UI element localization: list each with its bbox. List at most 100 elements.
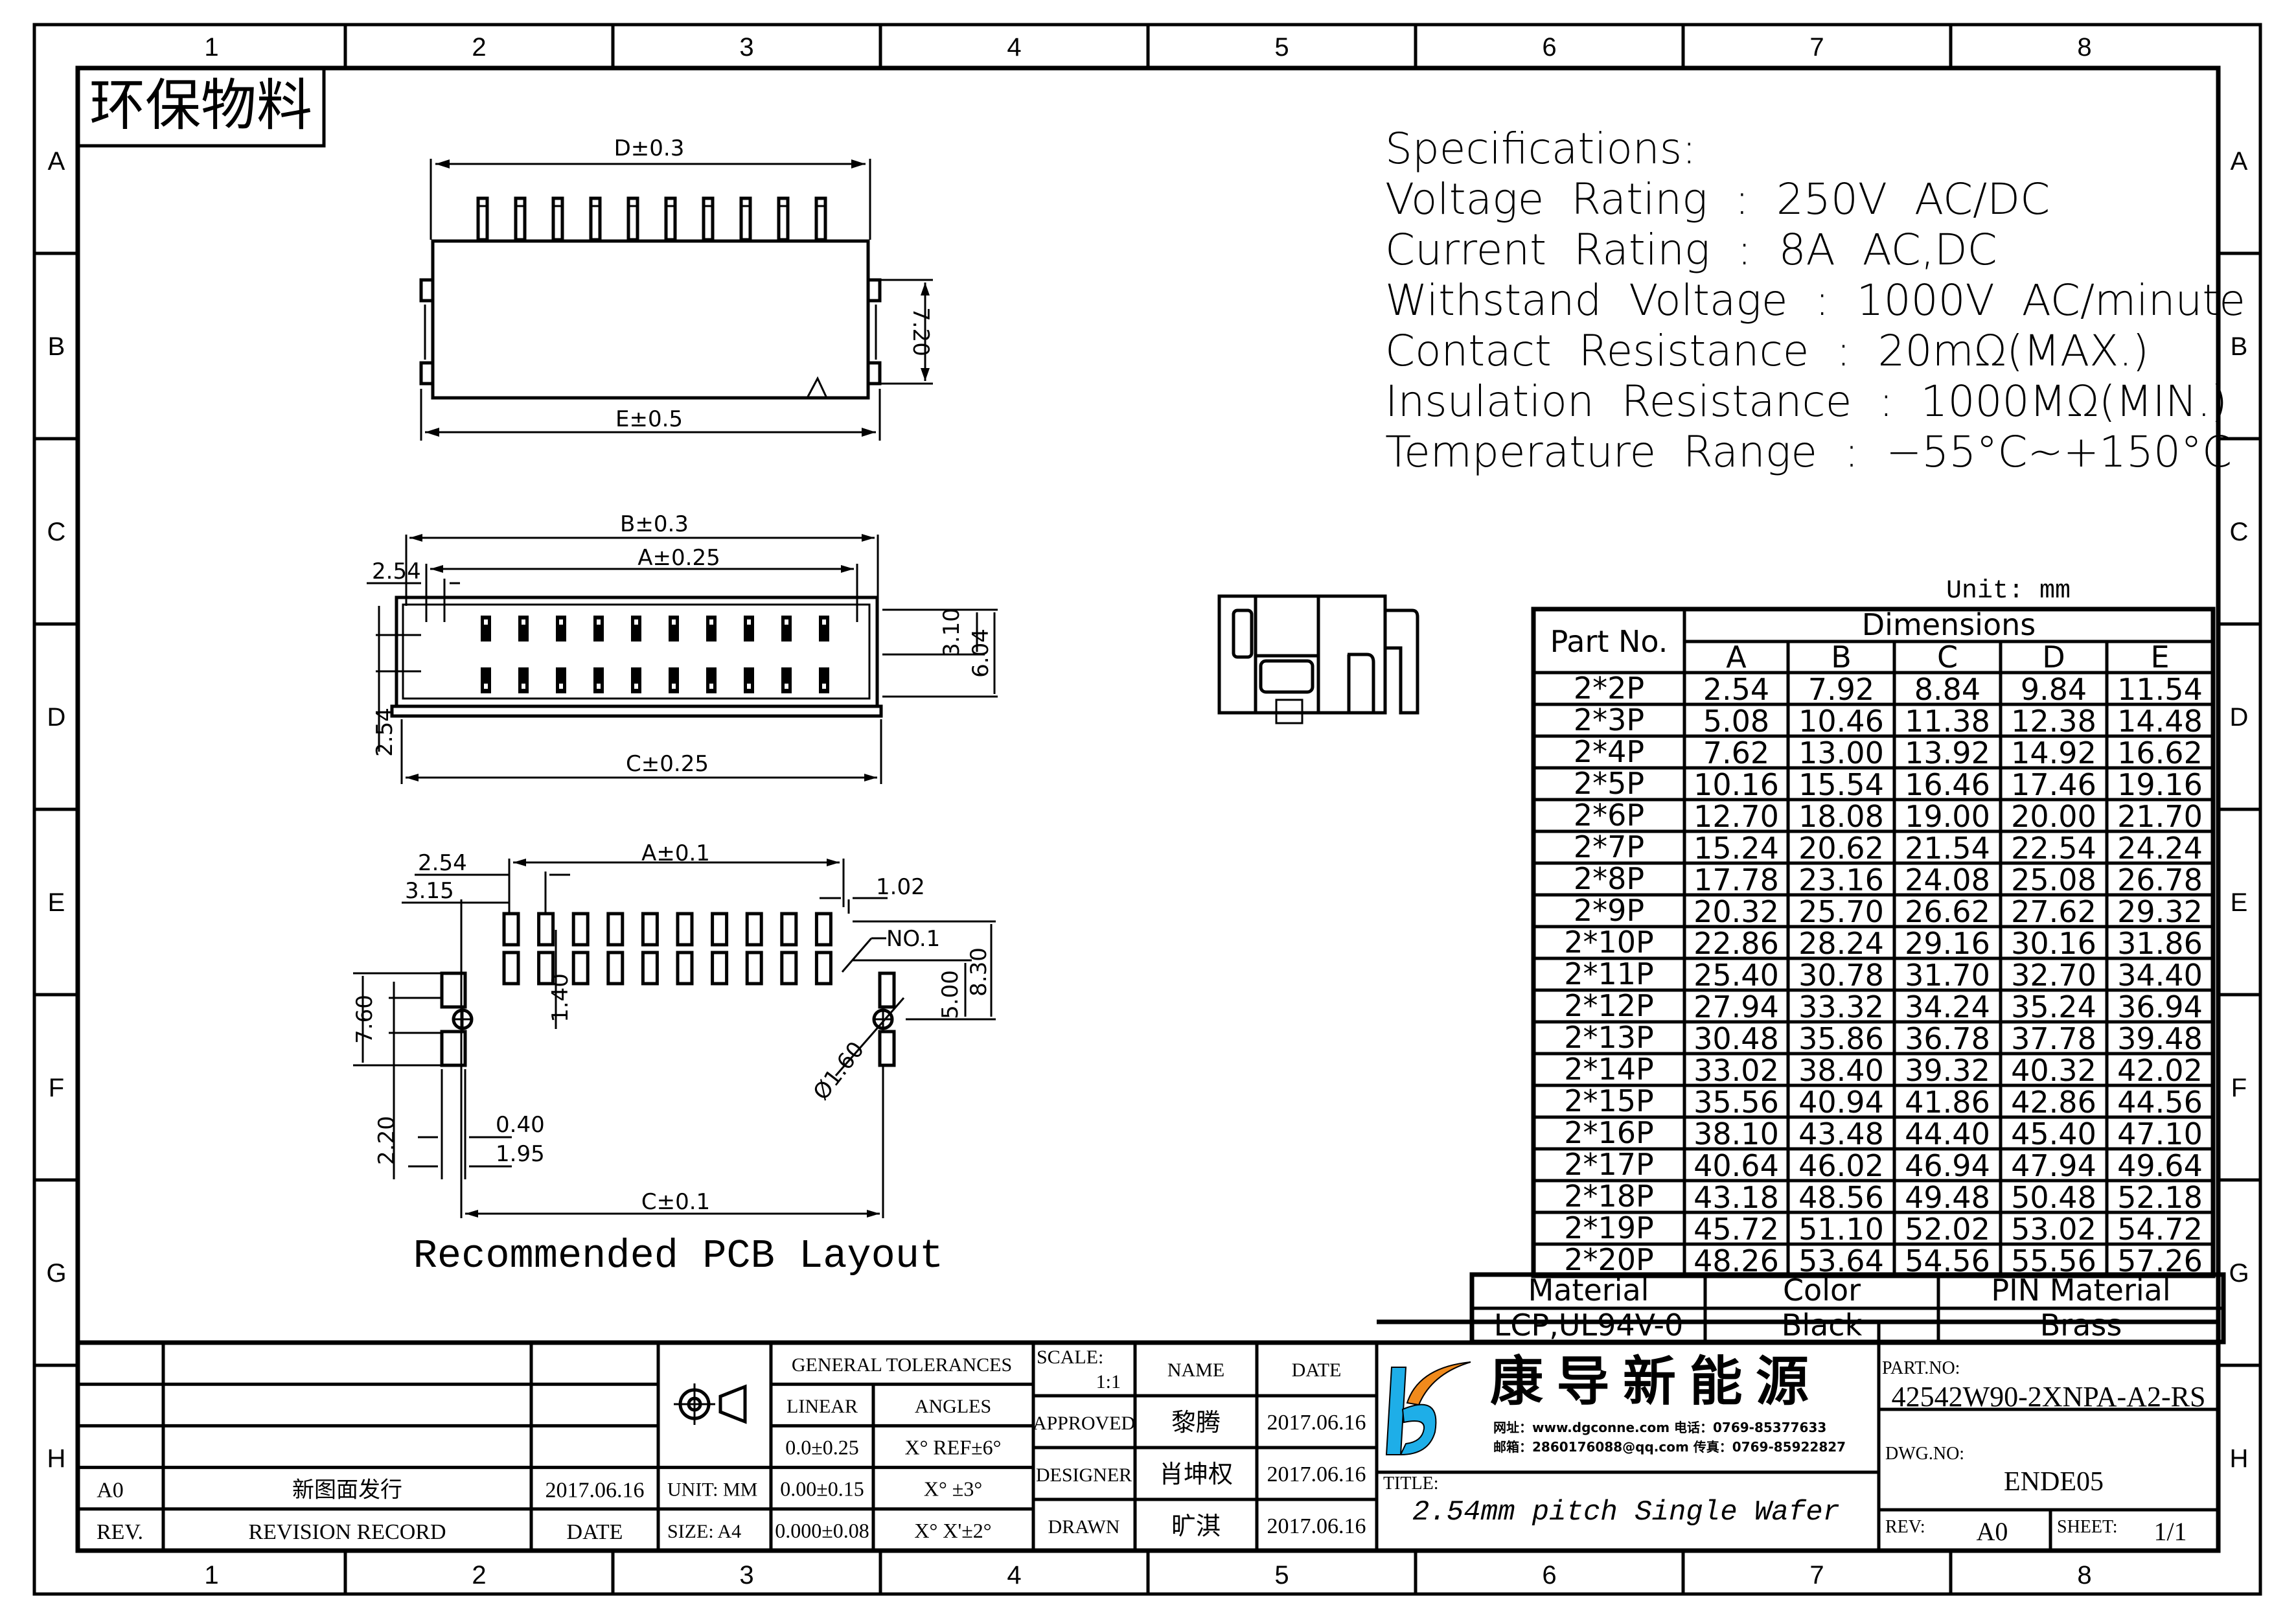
spec-heading: Specifications: [1385,124,1696,174]
zone-row-left: D [47,703,66,732]
angle-tolerance: X° X'±2° [914,1519,991,1542]
dim-cell: 16.46 [1905,767,1990,802]
dim-cell: 22.54 [2011,831,2096,866]
signoff-date: 2017.06.16 [1267,1411,1366,1435]
company-contact-1: 网址：www.dgconne.com 电话：0769-85377633 [1493,1420,1826,1435]
pad-row1 [676,912,694,947]
dim-row-pitch: 2.54 [372,708,398,757]
dim-cell: 20.62 [1798,831,1884,866]
front-view: B±0.3 A±0.25 2.54 C±0.25 3.10 6.04 2.54 [367,511,998,784]
signoff-name: 旷淇 [1171,1513,1221,1540]
dim-3-10: 3.10 [939,608,965,657]
material-header: Material [1528,1273,1649,1308]
dim-cell: 48.56 [1798,1180,1884,1215]
zone-row-left: G [46,1259,66,1288]
spec-line: Withstand Voltage : 1000V AC/minute [1385,275,2245,325]
part-no-value: 42542W90-2XNPA-A2-RS [1892,1381,2206,1413]
dim-cell: 7.62 [1703,735,1769,770]
zone-col-bottom: 6 [1542,1561,1556,1589]
dim-cell: 52.18 [2117,1180,2203,1215]
pin [739,196,752,242]
angles-label: ANGLES [915,1396,991,1417]
part-no-cell: 2*16P [1564,1115,1654,1150]
zone-col-top: 1 [204,33,218,62]
pcb-dim-0-40: 0.40 [496,1112,545,1138]
dim-cell: 29.32 [2117,894,2203,929]
pad-row2 [571,951,590,986]
dim-cell: 39.48 [2117,1021,2203,1056]
pin [589,196,602,242]
dim-cell: 10.46 [1798,704,1884,739]
dim-col-header: B [1831,640,1852,675]
pad-row2 [814,951,832,986]
part-no-cell: 2*20P [1564,1242,1654,1277]
pad-row1 [711,912,729,947]
dim-6-04: 6.04 [968,629,994,678]
zone-col-bottom: 8 [2077,1561,2091,1589]
dim-cell: 8.84 [1914,672,1980,707]
dim-cell: 49.64 [2117,1148,2203,1183]
sheet-label: SHEET: [2057,1517,2118,1537]
drawing-title: 2.54mm pitch Single Wafer [1412,1496,1840,1529]
part-no-cell: 2*19P [1564,1210,1654,1245]
part-no-cell: 2*13P [1564,1020,1654,1055]
rev-value-tb: A0 [1977,1517,2008,1546]
dim-cell: 38.40 [1798,1053,1884,1088]
pin-row2 [518,667,529,693]
signoff-date: 2017.06.16 [1267,1514,1366,1538]
zone-row-left: C [47,518,66,546]
dim-cell: 35.86 [1798,1021,1884,1056]
dim-7-20: 7.20 [908,307,934,356]
part-no-cell: 2*18P [1564,1179,1654,1214]
pcb-dim-1-40: 1.40 [547,973,573,1023]
zone-col-top: 5 [1274,33,1289,62]
spec-line: Temperature Range : −55°C~+150°C [1385,427,2232,477]
pin-row1 [593,616,604,641]
front-view-pins [481,616,829,693]
dim-cell: 30.16 [2011,926,2096,961]
zone-col-bottom: 7 [1809,1561,1824,1589]
part-no-cell: 2*4P [1574,734,1644,769]
projection-symbol-icon [674,1383,747,1425]
dim-cell: 13.00 [1798,735,1884,770]
zone-col-top: 4 [1007,33,1021,62]
dim-cell: 38.10 [1693,1116,1779,1151]
dim-cell: 21.70 [2117,799,2203,834]
pin [777,196,790,242]
dim-cell: 34.40 [2117,958,2203,993]
dim-cell: 45.72 [1693,1212,1779,1247]
dim-cell: 19.00 [1905,799,1990,834]
zone-row-left: B [48,332,65,361]
zone-col-bottom: 1 [204,1561,218,1589]
zone-col-top: 6 [1542,33,1556,62]
pad-row1 [502,912,520,947]
linear-tolerance: 0.000±0.08 [775,1519,869,1542]
signoff-name: 肖坤权 [1159,1461,1233,1488]
dim-cell: 31.70 [1905,958,1990,993]
dim-cell: 26.62 [1905,894,1990,929]
pad-row2 [780,951,798,986]
dim-cell: 54.72 [2117,1212,2203,1247]
dim-cell: 31.86 [2117,926,2203,961]
pin-row2 [481,667,491,693]
pin1-label: NO.1 [886,926,940,952]
part-no-cell: 2*8P [1574,861,1644,896]
signoff-role: DESIGNER [1036,1464,1132,1486]
pad-row2 [745,951,763,986]
dim-cell: 20.32 [1693,894,1779,929]
dim-cell: 25.08 [2011,862,2096,897]
dimensions-header: Dimensions [1862,607,2036,642]
dim-cell: 17.78 [1693,862,1779,897]
dim-cell: 35.56 [1693,1085,1779,1120]
pcb-pads [502,912,832,986]
zone-col-bottom: 3 [739,1561,753,1589]
dim-cell: 12.38 [2011,704,2096,739]
dim-cell: 24.08 [1905,862,1990,897]
